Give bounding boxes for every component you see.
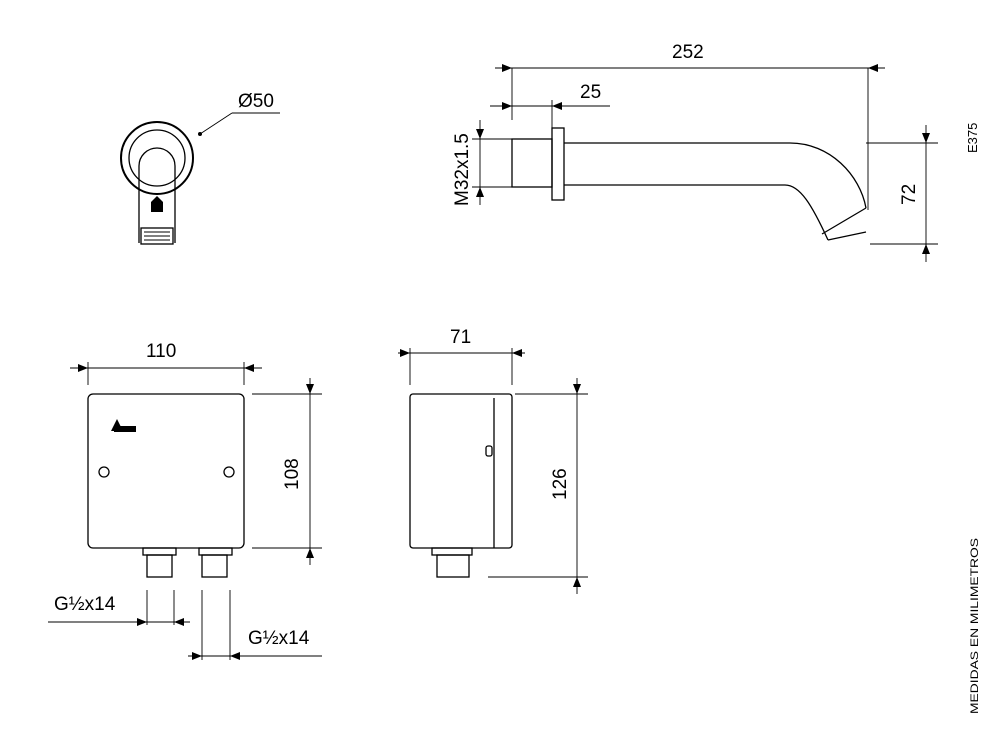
- flange-label: 25: [580, 82, 601, 103]
- diameter-label: Ø50: [238, 91, 274, 112]
- box-depth-label: 71: [450, 327, 471, 348]
- box-front-view: 110 108 G½x14 G½x14: [48, 341, 322, 660]
- length-label: 252: [672, 42, 704, 63]
- box-side-view: 71 126: [398, 327, 588, 594]
- box-side-height-label: 126: [550, 468, 571, 500]
- drawing-code: E375: [965, 123, 980, 153]
- inlet-right-label: G½x14: [248, 628, 310, 649]
- height-label: 72: [899, 184, 920, 205]
- spout-side-view: 252 25 M32x1.5 72 E375: [452, 42, 980, 262]
- units-note: MEDIDAS EN MILIMETROS: [969, 538, 981, 714]
- box-width-label: 110: [146, 341, 176, 362]
- box-height-label: 108: [282, 458, 303, 490]
- spout-front-view: Ø50: [120, 91, 280, 245]
- logo-icon: [111, 419, 136, 432]
- sensor-icon: [151, 196, 163, 212]
- thread-label: M32x1.5: [452, 133, 473, 206]
- inlet-left-label: G½x14: [54, 594, 116, 615]
